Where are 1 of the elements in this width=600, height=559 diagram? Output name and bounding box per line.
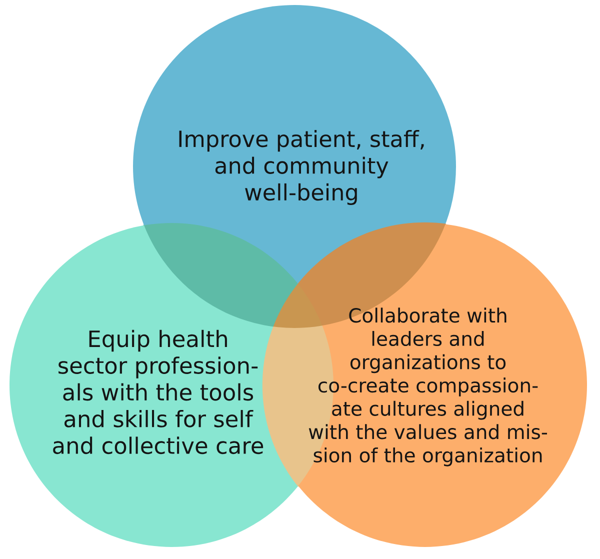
node-label: Improve patient, staff, and community well-being xyxy=(179,130,424,205)
